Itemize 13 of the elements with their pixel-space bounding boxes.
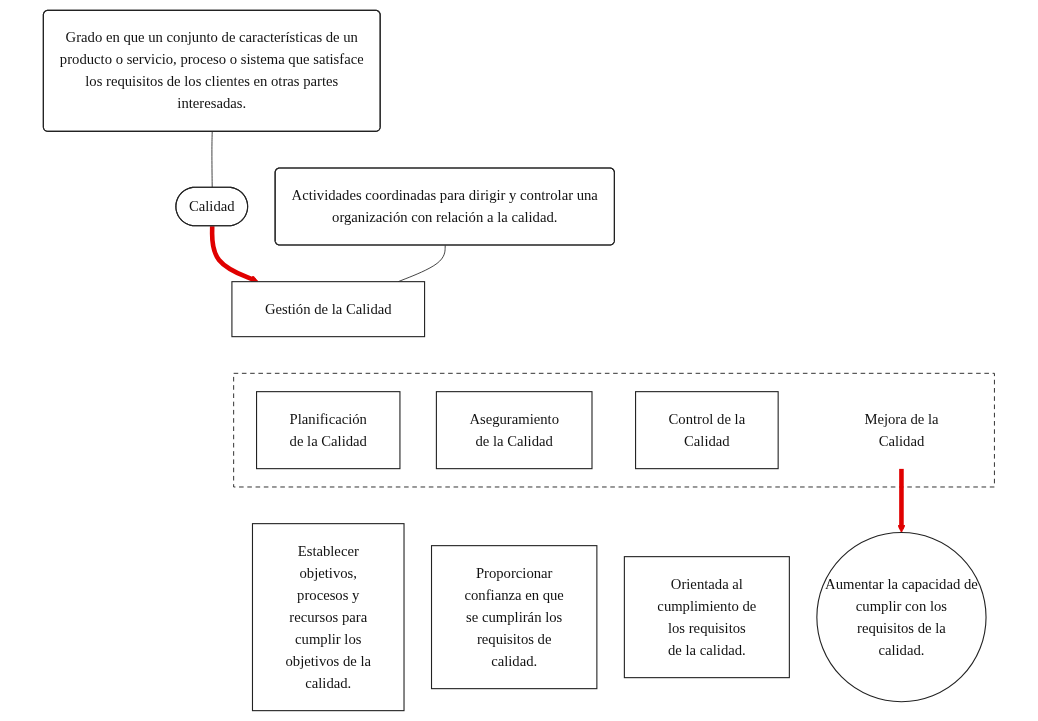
node-box: Aseguramiento de la Calidad bbox=[435, 391, 593, 470]
connector bbox=[211, 131, 213, 189]
node-box: Orientada al cumplimiento de los requisitos de la calidad. bbox=[623, 556, 790, 679]
node-box: Establecer objetivos, procesos y recursos para cumplir los objetivos de la calidad. bbox=[252, 523, 405, 712]
node-text: Mejora de la Calidad bbox=[864, 410, 939, 449]
node-box: Gestión de la Calidad bbox=[231, 281, 426, 338]
node-box: Control de la Calidad bbox=[635, 391, 779, 470]
arrow bbox=[209, 226, 259, 283]
node-box: Planificación de la Calidad bbox=[256, 391, 401, 470]
node-box: Proporcionar confianza en que se cumplirán los requisitos de calidad. bbox=[431, 545, 598, 690]
node-circle: Aumentar la capacidad de cumplir con los requisitos de la calidad. bbox=[816, 532, 987, 703]
cluster bbox=[233, 372, 995, 488]
arrow bbox=[897, 468, 906, 533]
